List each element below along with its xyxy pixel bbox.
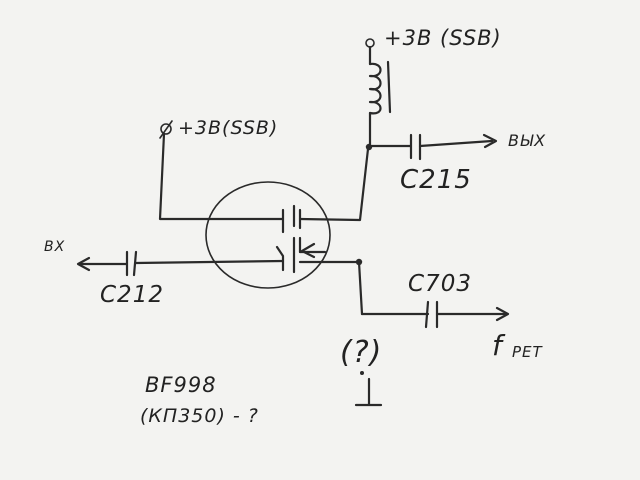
gate2-wire	[158, 132, 284, 221]
cap-ref-label: C703	[408, 271, 472, 297]
cap-in-label: C212	[100, 282, 164, 308]
part-label: BF998	[145, 373, 217, 397]
input-label: ВХ	[44, 239, 65, 255]
ground-symbol	[354, 377, 383, 407]
f-ref-subscript: PET	[512, 343, 544, 361]
mosfet-symbol	[275, 204, 360, 274]
output-label: ВЫХ	[508, 131, 546, 150]
transistor-envelope	[205, 181, 331, 289]
drain-wire	[298, 147, 370, 222]
input-capacitor	[76, 250, 285, 277]
source-wire	[357, 260, 364, 316]
supply-left-label: +3В(SSB)	[178, 117, 278, 139]
supply-left-terminal	[160, 123, 172, 135]
f-ref-label: f	[492, 329, 506, 362]
supply-top-label: +3В (SSB)	[384, 26, 502, 50]
supply-top-terminal	[365, 38, 375, 48]
ground-dot	[360, 371, 364, 375]
output-capacitor	[370, 133, 498, 161]
supply-left-stroke	[159, 120, 173, 139]
ref-capacitor	[360, 300, 510, 329]
inductor-symbol	[368, 45, 392, 148]
cap-out-label: C215	[400, 165, 472, 195]
part-alt-label: (КП350) - ?	[140, 405, 259, 427]
question-label: (?)	[340, 335, 382, 370]
